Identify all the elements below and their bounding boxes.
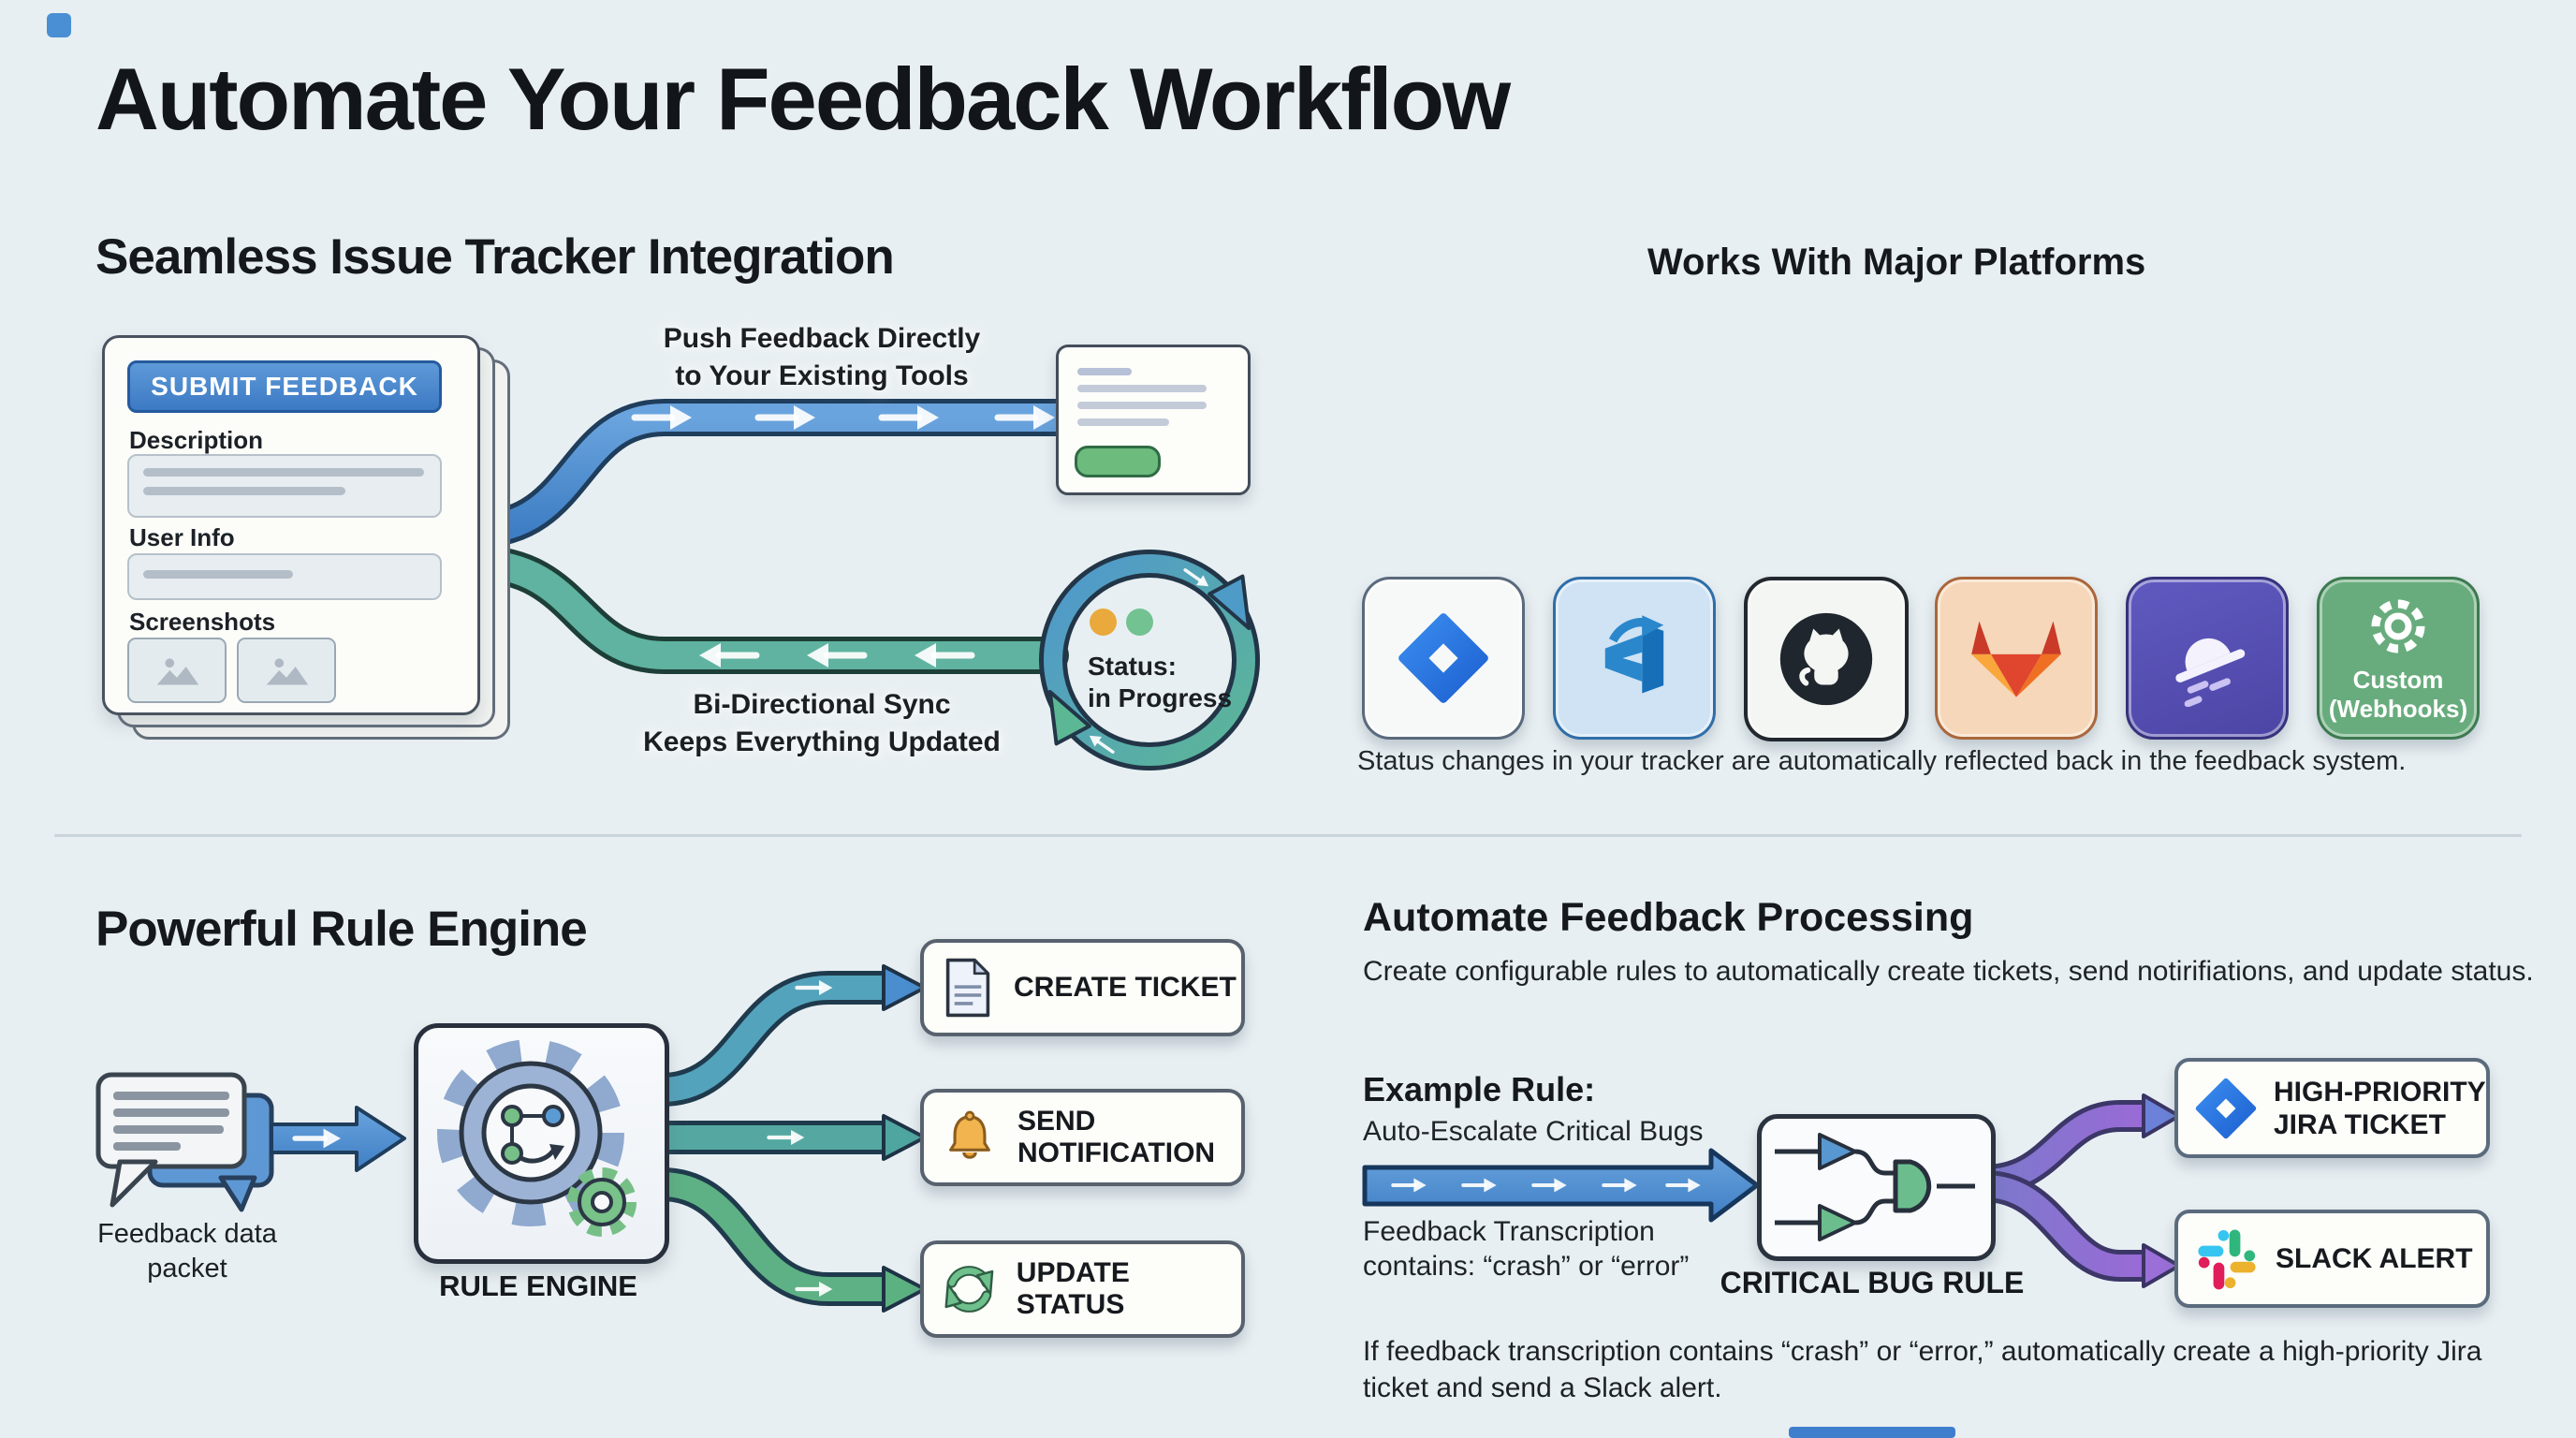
platforms-caption: Status changes in your tracker are autom… (1357, 746, 2407, 776)
example-rule-arrow (1362, 1148, 1760, 1223)
feedback-packet-icon (95, 1072, 274, 1212)
processing-description: Create configurable rules to automatical… (1363, 956, 2534, 987)
push-caption: Push Feedback Directly to Your Existing … (663, 323, 981, 391)
sync-pipe (455, 545, 1069, 674)
description-label: Description (129, 426, 264, 454)
helmet-icon (2175, 638, 2246, 707)
rule-split-pipes (1969, 1093, 2181, 1288)
status-badge-line2: in Progress (1088, 683, 1233, 712)
gear-icon (2371, 599, 2425, 653)
output-send-notification: SEND NOTIFICATION (920, 1089, 1245, 1186)
submit-feedback-button[interactable]: SUBMIT FEEDBACK (127, 360, 442, 413)
screenshot-placeholder-2[interactable] (237, 638, 336, 703)
status-dot-orange (1090, 609, 1117, 636)
rule-engine-heading: Powerful Rule Engine (95, 902, 588, 957)
refresh-icon (944, 1266, 994, 1313)
example-rule-name: Auto-Escalate Critical Bugs (1363, 1116, 1704, 1147)
processing-heading: Automate Feedback Processing (1363, 895, 1974, 940)
platform-tile-azure-devops[interactable] (1553, 577, 1716, 740)
screenshots-label: Screenshots (129, 608, 276, 636)
create-ticket-label: CREATE TICKET (1014, 972, 1237, 1003)
sync-caption: Bi-Directional Sync Keeps Everything Upd… (643, 689, 1001, 757)
update-status-label: UPDATE STATUS (1016, 1257, 1130, 1320)
platform-tile-jira[interactable] (1362, 577, 1525, 740)
packet-arrow (270, 1106, 406, 1172)
action-jira-ticket: HIGH-PRIORITY JIRA TICKET (2174, 1058, 2490, 1158)
bell-icon (949, 1110, 990, 1159)
ticket-action-pill (1075, 446, 1161, 477)
platform-tile-custom-webhooks[interactable]: Custom (Webhooks) (2317, 577, 2480, 740)
platform-tile-gitlab[interactable] (1935, 577, 2098, 740)
feedback-form-card: SUBMIT FEEDBACK Description User Info Sc… (102, 335, 480, 715)
engine-output-pipes (645, 964, 927, 1313)
corner-accent-chip (47, 13, 71, 37)
gitlab-icon (1971, 621, 2061, 697)
jira-action-label: HIGH-PRIORITY JIRA TICKET (2274, 1076, 2486, 1140)
rule-summary: If feedback transcription contains “cras… (1363, 1336, 2482, 1403)
document-icon (945, 958, 990, 1018)
logic-gates-icon (1775, 1133, 1975, 1241)
critical-bug-rule-box (1757, 1114, 1996, 1261)
rule-engine-box (414, 1023, 669, 1264)
slack-icon (2198, 1229, 2256, 1289)
status-dot-green (1126, 609, 1153, 636)
slack-action-label: SLACK ALERT (2276, 1243, 2473, 1274)
screenshot-placeholder-1[interactable] (127, 638, 227, 703)
action-slack-alert: SLACK ALERT (2174, 1210, 2490, 1308)
description-textarea[interactable] (127, 454, 442, 518)
output-create-ticket: CREATE TICKET (920, 939, 1245, 1036)
bottom-accent-bar (1789, 1427, 1955, 1438)
section-divider (54, 834, 2522, 837)
send-notification-label: SEND NOTIFICATION (1017, 1106, 1216, 1168)
image-placeholder-icon (156, 658, 199, 685)
critical-bug-rule-label: CRITICAL BUG RULE (1720, 1266, 2025, 1299)
user-info-input[interactable] (127, 553, 442, 600)
output-update-status: UPDATE STATUS (920, 1240, 1245, 1338)
azure-devops-icon (1604, 615, 1664, 694)
platform-tile-purple-tracker[interactable] (2126, 577, 2289, 740)
platform-tile-github[interactable] (1744, 577, 1909, 741)
feedback-packet-label: Feedback data packet (97, 1219, 277, 1284)
push-pipe (455, 399, 1082, 549)
sync-ring (1039, 550, 1260, 770)
jira-icon (1398, 613, 1488, 703)
image-placeholder-icon (266, 658, 309, 685)
rule-engine-label: RULE ENGINE (439, 1269, 637, 1302)
integration-heading: Seamless Issue Tracker Integration (95, 229, 895, 285)
platforms-heading: Works With Major Platforms (1647, 242, 2146, 283)
status-badge-line1: Status: (1088, 652, 1177, 681)
user-info-label: User Info (129, 523, 235, 551)
github-icon (1779, 612, 1873, 706)
rule-engine-gears-icon (437, 1039, 637, 1237)
tracker-ticket-card (1056, 345, 1251, 495)
page-title: Automate Your Feedback Workflow (95, 50, 1511, 148)
custom-tile-label: Custom (Webhooks) (2328, 666, 2468, 723)
jira-icon (2195, 1078, 2257, 1138)
rule-condition: Feedback Transcription contains: “crash”… (1363, 1216, 1690, 1282)
example-rule-label: Example Rule: (1363, 1070, 1596, 1108)
